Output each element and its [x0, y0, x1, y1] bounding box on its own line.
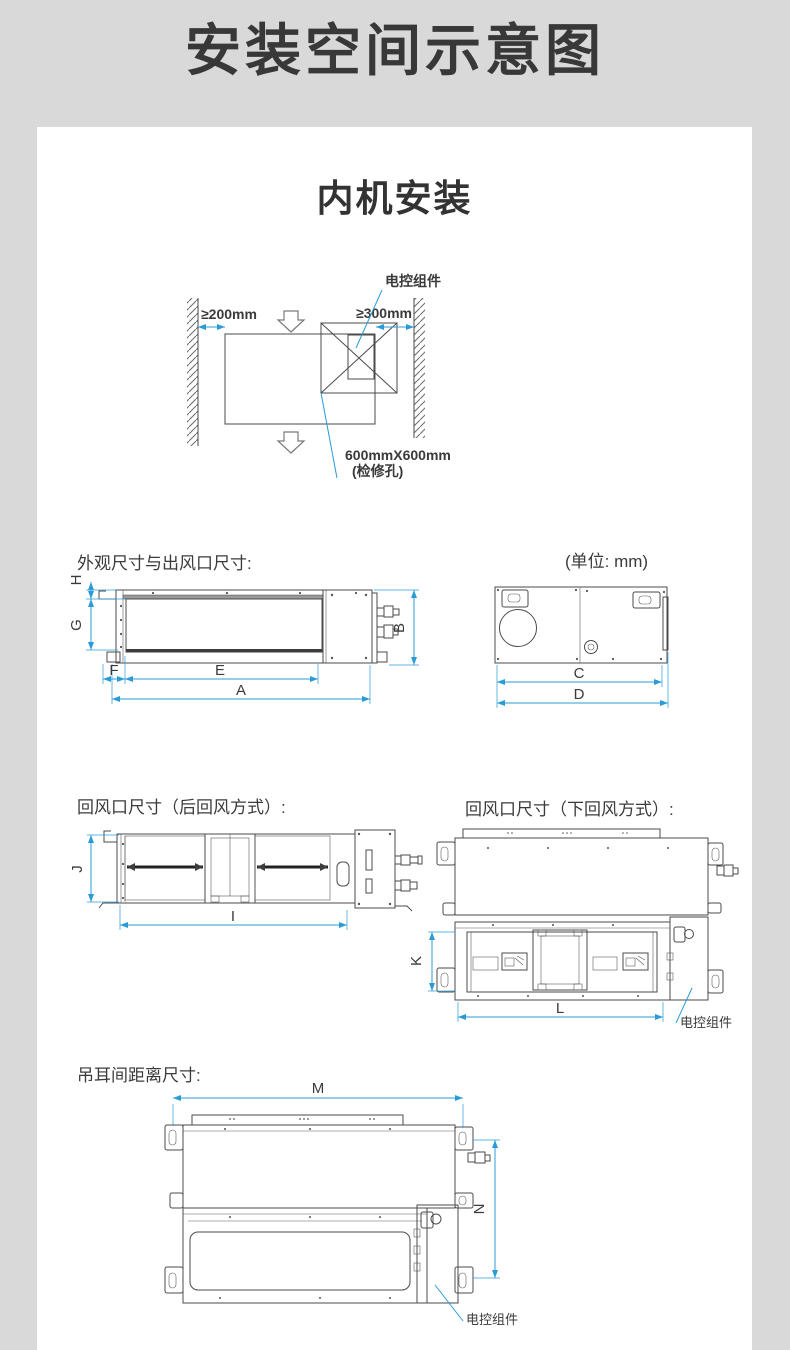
bottom-view-body [436, 828, 724, 916]
card-title: 内机安装 [316, 178, 473, 219]
rear-view-pipes [394, 854, 423, 892]
outline-section-title: 外观尺寸与出风口尺寸: [77, 554, 252, 573]
airflow-arrow-bottom [276, 431, 306, 454]
dim-i: I [231, 908, 235, 925]
lug-view-body [164, 1114, 474, 1209]
right-clearance-label: ≥300mm [356, 305, 412, 321]
right-wall [413, 298, 425, 438]
rear-return-title: 回风口尺寸（后回风方式）: [77, 798, 286, 817]
access-hole-size-label: 600mmX600mm [345, 447, 451, 463]
dim-c: C [574, 665, 585, 682]
side-view-drawing: C D [494, 586, 669, 708]
lug-distance-drawing: M N 电控组件 [164, 1080, 518, 1327]
left-clearance-label: ≥200mm [201, 306, 257, 322]
lug-view-lower [182, 1207, 428, 1304]
control-box-section [666, 916, 709, 1001]
dim-l: L [556, 1000, 564, 1017]
lug-bottom-lugs [164, 1266, 474, 1294]
access-hole-leader [320, 392, 338, 479]
indoor-unit-outline [224, 333, 376, 425]
control-box-label: 电控组件 [680, 1015, 732, 1030]
dim-f: F [109, 662, 118, 679]
warning-plate-right [622, 952, 649, 971]
dim-b: B [391, 623, 408, 633]
airflow-arrow-top [276, 310, 306, 333]
content-card [37, 127, 752, 1350]
bottom-return-title: 回风口尺寸（下回风方式）: [465, 800, 674, 819]
rear-return-drawing: J I [69, 829, 423, 930]
dim-d: D [574, 686, 585, 703]
control-box-outline [347, 334, 375, 380]
front-view-dimensions: H G B F E A [68, 575, 419, 704]
bottom-lugs [436, 967, 724, 994]
dim-g: G [68, 619, 85, 631]
lug-view-dimensions: M N 电控组件 [172, 1080, 518, 1327]
dim-j: J [69, 865, 86, 873]
bottom-view-pipes [716, 864, 739, 877]
lug-section-title: 吊耳间距离尺寸: [77, 1066, 201, 1085]
dim-h: H [68, 575, 85, 586]
warning-plate-left [501, 952, 528, 971]
clearance-diagram: ≥200mm ≥300mm 电控组件 600mmX600mm (检修孔) [187, 273, 451, 479]
dim-n: N [471, 1204, 488, 1215]
dim-a: A [236, 682, 246, 699]
lug-control-box [413, 1204, 459, 1304]
rear-view-dimensions: J I [69, 834, 348, 930]
front-view-drawing: H G B F E A [68, 575, 419, 704]
page-title: 安装空间示意图 [185, 19, 605, 82]
unit-note: (单位: mm) [565, 552, 649, 571]
front-view-body [98, 589, 388, 664]
control-box-label: 电控组件 [385, 273, 441, 289]
refrigerant-pipes [376, 605, 400, 639]
lug-view-pipes [467, 1151, 491, 1164]
control-box-label-2: 电控组件 [466, 1312, 518, 1327]
dim-m: M [312, 1080, 325, 1097]
left-wall [187, 298, 199, 446]
access-hole [320, 322, 398, 394]
bottom-return-drawing: K L 电控组件 [408, 828, 739, 1030]
control-box-leader [355, 289, 383, 349]
dim-e: E [215, 662, 225, 679]
side-view-dimensions: C D [496, 652, 669, 708]
dim-k: K [408, 956, 425, 966]
bottom-view-dimensions: K L 电控组件 [408, 931, 732, 1030]
rear-view-body [98, 829, 413, 912]
return-opening [454, 921, 671, 1001]
side-view-body [494, 586, 669, 664]
access-hole-name-label: (检修孔) [352, 463, 403, 479]
